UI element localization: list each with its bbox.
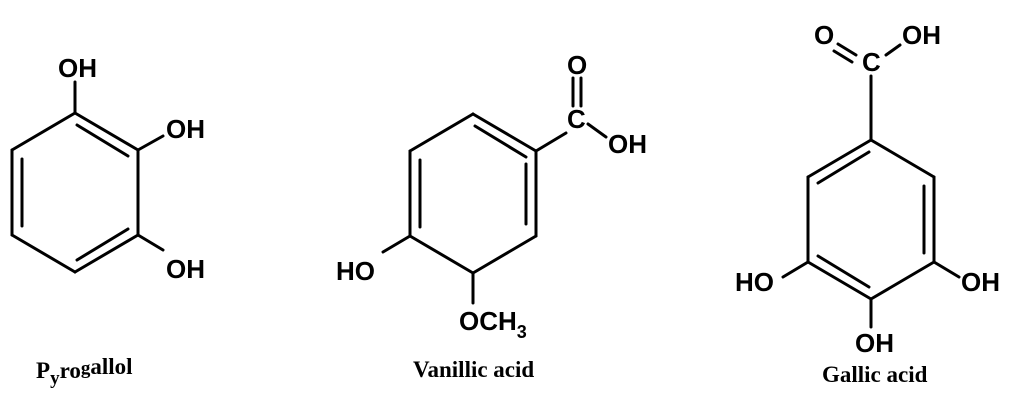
vanillic-carbonyl-o-label: O [567,50,587,80]
gallic-bond-4 [806,260,873,301]
gallic-oh-bottom-label: OH [855,328,894,358]
gallic-oh-right-bond [932,260,961,279]
gallic-acid-oh-label: OH [902,20,941,50]
gallic-bond-1 [869,138,936,179]
vanillic-acid-structure: O C OH HO OCH3 Vanillic acid [336,50,647,382]
gallic-carbonyl-bond-b [832,49,854,64]
vanillic-double-bond-top [473,124,528,159]
pyrogallol-oh-bottom-label: OH [166,254,205,284]
vanillic-acid-oh-label: OH [608,129,647,159]
pyrogallol-oh-mid-bond [136,134,165,152]
pyrogallol-bond-4 [10,233,77,274]
vanillic-bond-6 [408,112,475,153]
vanillic-carbon-c-label: C [567,104,586,134]
gallic-bond-6 [806,138,873,179]
pyrogallol-structure: OH OH OH Pyrogallol [10,53,205,389]
vanillic-methoxy-label: OCH3 [459,306,527,342]
pyrogallol-bond-1 [73,111,140,152]
vanillic-ho-bond [381,234,412,254]
pyrogallol-oh-mid-label: OH [166,114,205,144]
gallic-ho-left-label: HO [735,267,774,297]
gallic-ho-left-bond [781,260,810,279]
pyrogallol-double-bond-bottom [75,227,130,262]
vanillic-bond-1 [471,112,538,153]
gallic-bond-3 [869,260,936,301]
pyrogallol-oh-top-label: OH [58,53,97,83]
vanillic-bond-4 [408,234,475,275]
vanillic-acid-name: Vanillic acid [413,357,534,382]
pyrogallol-bond-6 [10,111,77,152]
gallic-carbonyl-bond-a [836,42,858,57]
pyrogallol-double-bond-top [75,123,130,158]
vanillic-carboxyl-bond [534,131,568,153]
gallic-double-bond-top [816,150,871,185]
gallic-acid-structure: O C OH HO OH OH Gallic acid [735,20,1000,387]
pyrogallol-name: Pyrogallol [36,354,133,389]
gallic-carbon-c-label: C [862,47,881,77]
vanillic-acid-oh-bond [586,122,608,139]
pyrogallol-oh-bottom-bond [136,233,165,252]
vanillic-bond-3 [471,234,538,275]
gallic-oh-right-label: OH [961,267,1000,297]
gallic-double-bond-bottom [816,254,871,289]
gallic-carbonyl-o-label: O [814,20,834,50]
pyrogallol-bond-3 [73,233,140,274]
vanillic-ho-label: HO [336,256,375,286]
gallic-acid-oh-bond [884,43,902,57]
gallic-acid-name: Gallic acid [822,362,928,387]
